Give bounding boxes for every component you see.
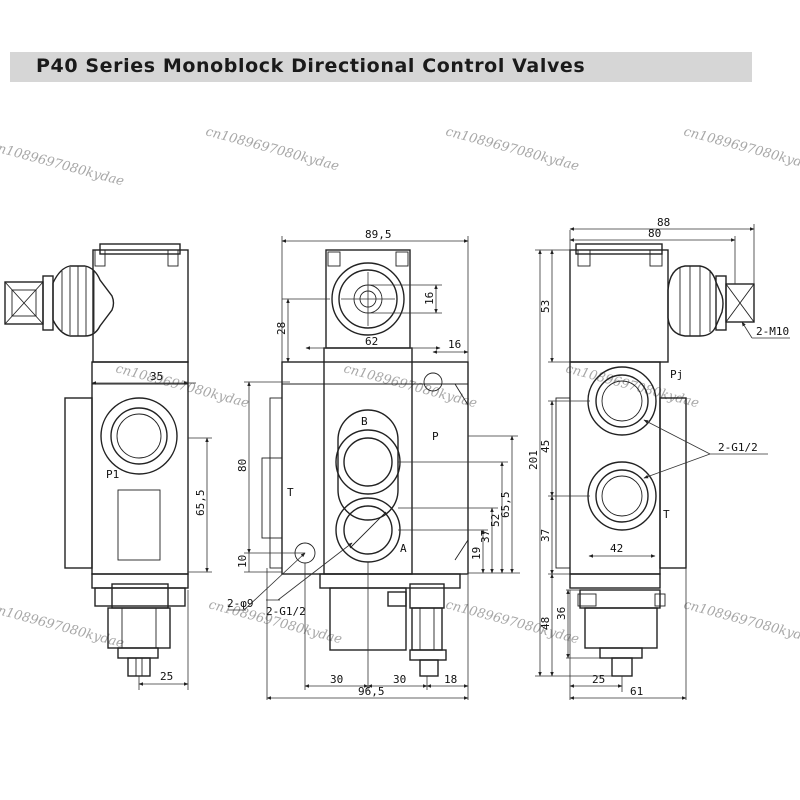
- port-label-a: A: [400, 542, 407, 555]
- dim-front-18: 18: [444, 673, 457, 686]
- dim-left-25: 25: [160, 670, 173, 683]
- dim-front-96-5: 96,5: [358, 685, 385, 698]
- dim-right-88: 88: [657, 216, 670, 229]
- dim-front-30a: 30: [330, 673, 343, 686]
- dim-front-30b: 30: [393, 673, 406, 686]
- dim-right-61: 61: [630, 685, 643, 698]
- title-bar: P40 Series Monoblock Directional Control…: [10, 52, 752, 82]
- dim-right-201: 201: [527, 450, 540, 470]
- dim-right-53: 53: [539, 300, 552, 313]
- dim-left-65-5: 65,5: [194, 490, 207, 517]
- callout-front-ports: 2-G1/2: [266, 605, 306, 618]
- callout-right-ports: 2-G1/2: [718, 441, 758, 454]
- port-label-p: P: [432, 430, 439, 443]
- callout-holes: 2-φ9: [227, 597, 254, 610]
- watermark: cn1089697080kydae: [114, 361, 251, 411]
- dim-front-28: 28: [275, 322, 288, 335]
- dim-front-16b: 16: [448, 338, 461, 351]
- dim-right-48: 48: [539, 617, 552, 630]
- watermark: cn1089697080kydae: [204, 124, 341, 174]
- page-title: P40 Series Monoblock Directional Control…: [36, 55, 586, 77]
- watermark: cn1089697080kydae: [682, 597, 800, 647]
- dim-front-width: 89,5: [365, 228, 392, 241]
- dim-front-52: 52: [489, 514, 502, 527]
- dim-front-10: 10: [236, 555, 249, 568]
- dim-front-19: 19: [470, 547, 483, 560]
- dim-right-36: 36: [555, 607, 568, 620]
- dim-front-16: 16: [423, 292, 436, 305]
- port-label-t-right: T: [663, 508, 670, 521]
- dim-front-37: 37: [479, 530, 492, 543]
- watermark: cn1089697080kydae: [444, 124, 581, 174]
- dim-front-80: 80: [236, 459, 249, 472]
- dim-left-35: 35: [150, 370, 163, 383]
- watermarks: cn1089697080kydae cn1089697080kydae cn10…: [0, 124, 800, 651]
- port-label-b: B: [361, 415, 368, 428]
- dim-right-80: 80: [648, 227, 661, 240]
- dim-right-37: 37: [539, 529, 552, 542]
- front-view: 89,5 28 16 62 16 80 10: [227, 228, 520, 700]
- port-label-t-front: T: [287, 486, 294, 499]
- dim-right-25: 25: [592, 673, 605, 686]
- callout-bolts: 2-M10: [756, 325, 789, 338]
- dim-front-65-5: 65,5: [499, 492, 512, 519]
- watermark: cn1089697080kydae: [682, 124, 800, 174]
- dim-right-42: 42: [610, 542, 623, 555]
- right-side-view: 88 80 53 201 45 37 48 36 4: [527, 216, 790, 700]
- dim-front-62: 62: [365, 335, 378, 348]
- watermark: cn1089697080kydae: [444, 597, 581, 647]
- dim-right-45: 45: [539, 440, 552, 453]
- watermark: cn1089697080kydae: [0, 139, 126, 189]
- port-label-pj: Pj: [670, 368, 683, 381]
- port-label-p1: P1: [106, 468, 119, 481]
- left-side-view: 35 65,5 25 P1: [4, 243, 212, 690]
- watermark: cn1089697080kydae: [342, 361, 479, 411]
- watermark: cn1089697080kydae: [0, 601, 126, 651]
